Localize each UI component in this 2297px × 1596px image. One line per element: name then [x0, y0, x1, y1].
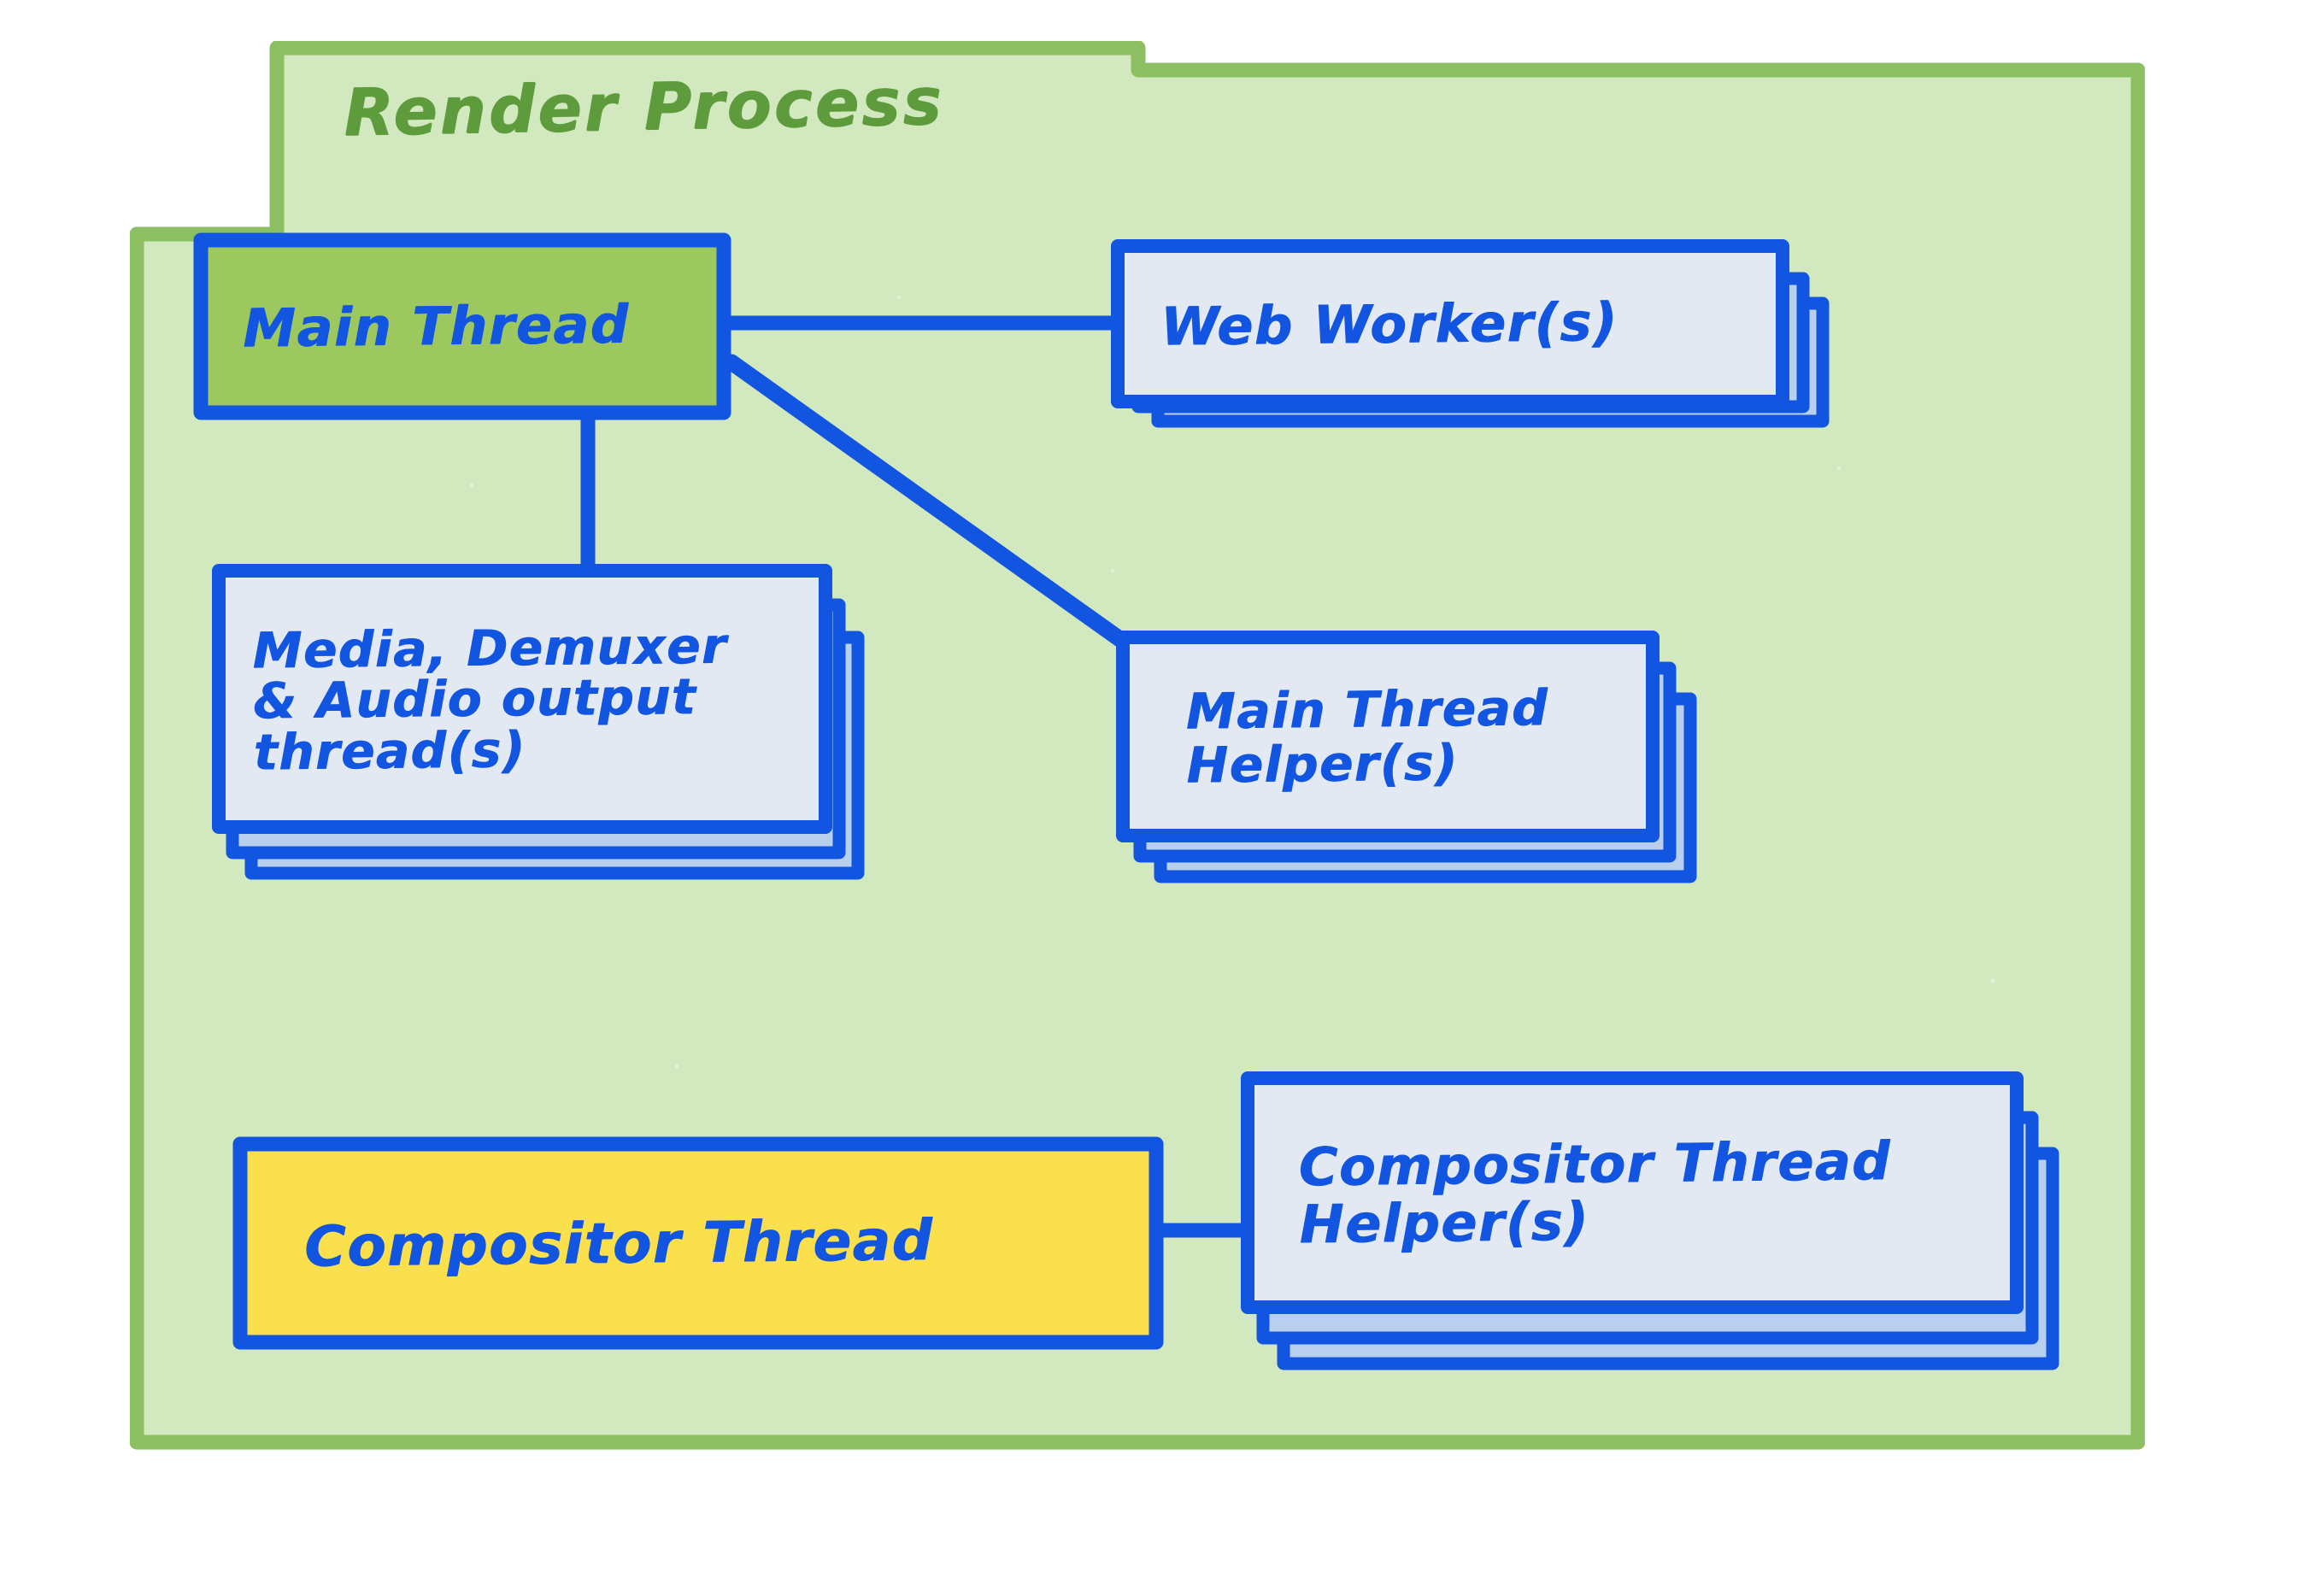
main-thread-card-shape	[193, 232, 731, 420]
page-title: Render Process	[343, 62, 945, 150]
node-compositor-helpers[interactable]: Compositor Thread Helper(s)	[1241, 1071, 2087, 1370]
main-thread-helpers-card-stack-shape	[1116, 631, 1697, 883]
node-media-threads[interactable]: Media, Demuxer & Audio output thread(s)	[212, 564, 887, 880]
node-compositor-thread[interactable]: Compositor Thread	[232, 1136, 1164, 1350]
compositor-helpers-card-stack-shape	[1241, 1071, 2059, 1370]
compositor-thread-card-shape	[232, 1136, 1164, 1350]
node-main-thread-helpers[interactable]: Main Thread Helper(s)	[1116, 631, 1714, 883]
media-threads-card-stack-shape	[212, 564, 865, 880]
web-workers-card-stack-shape	[1111, 239, 1830, 428]
node-web-workers[interactable]: Web Worker(s)	[1111, 239, 1830, 428]
node-main-thread[interactable]: Main Thread	[193, 232, 731, 420]
